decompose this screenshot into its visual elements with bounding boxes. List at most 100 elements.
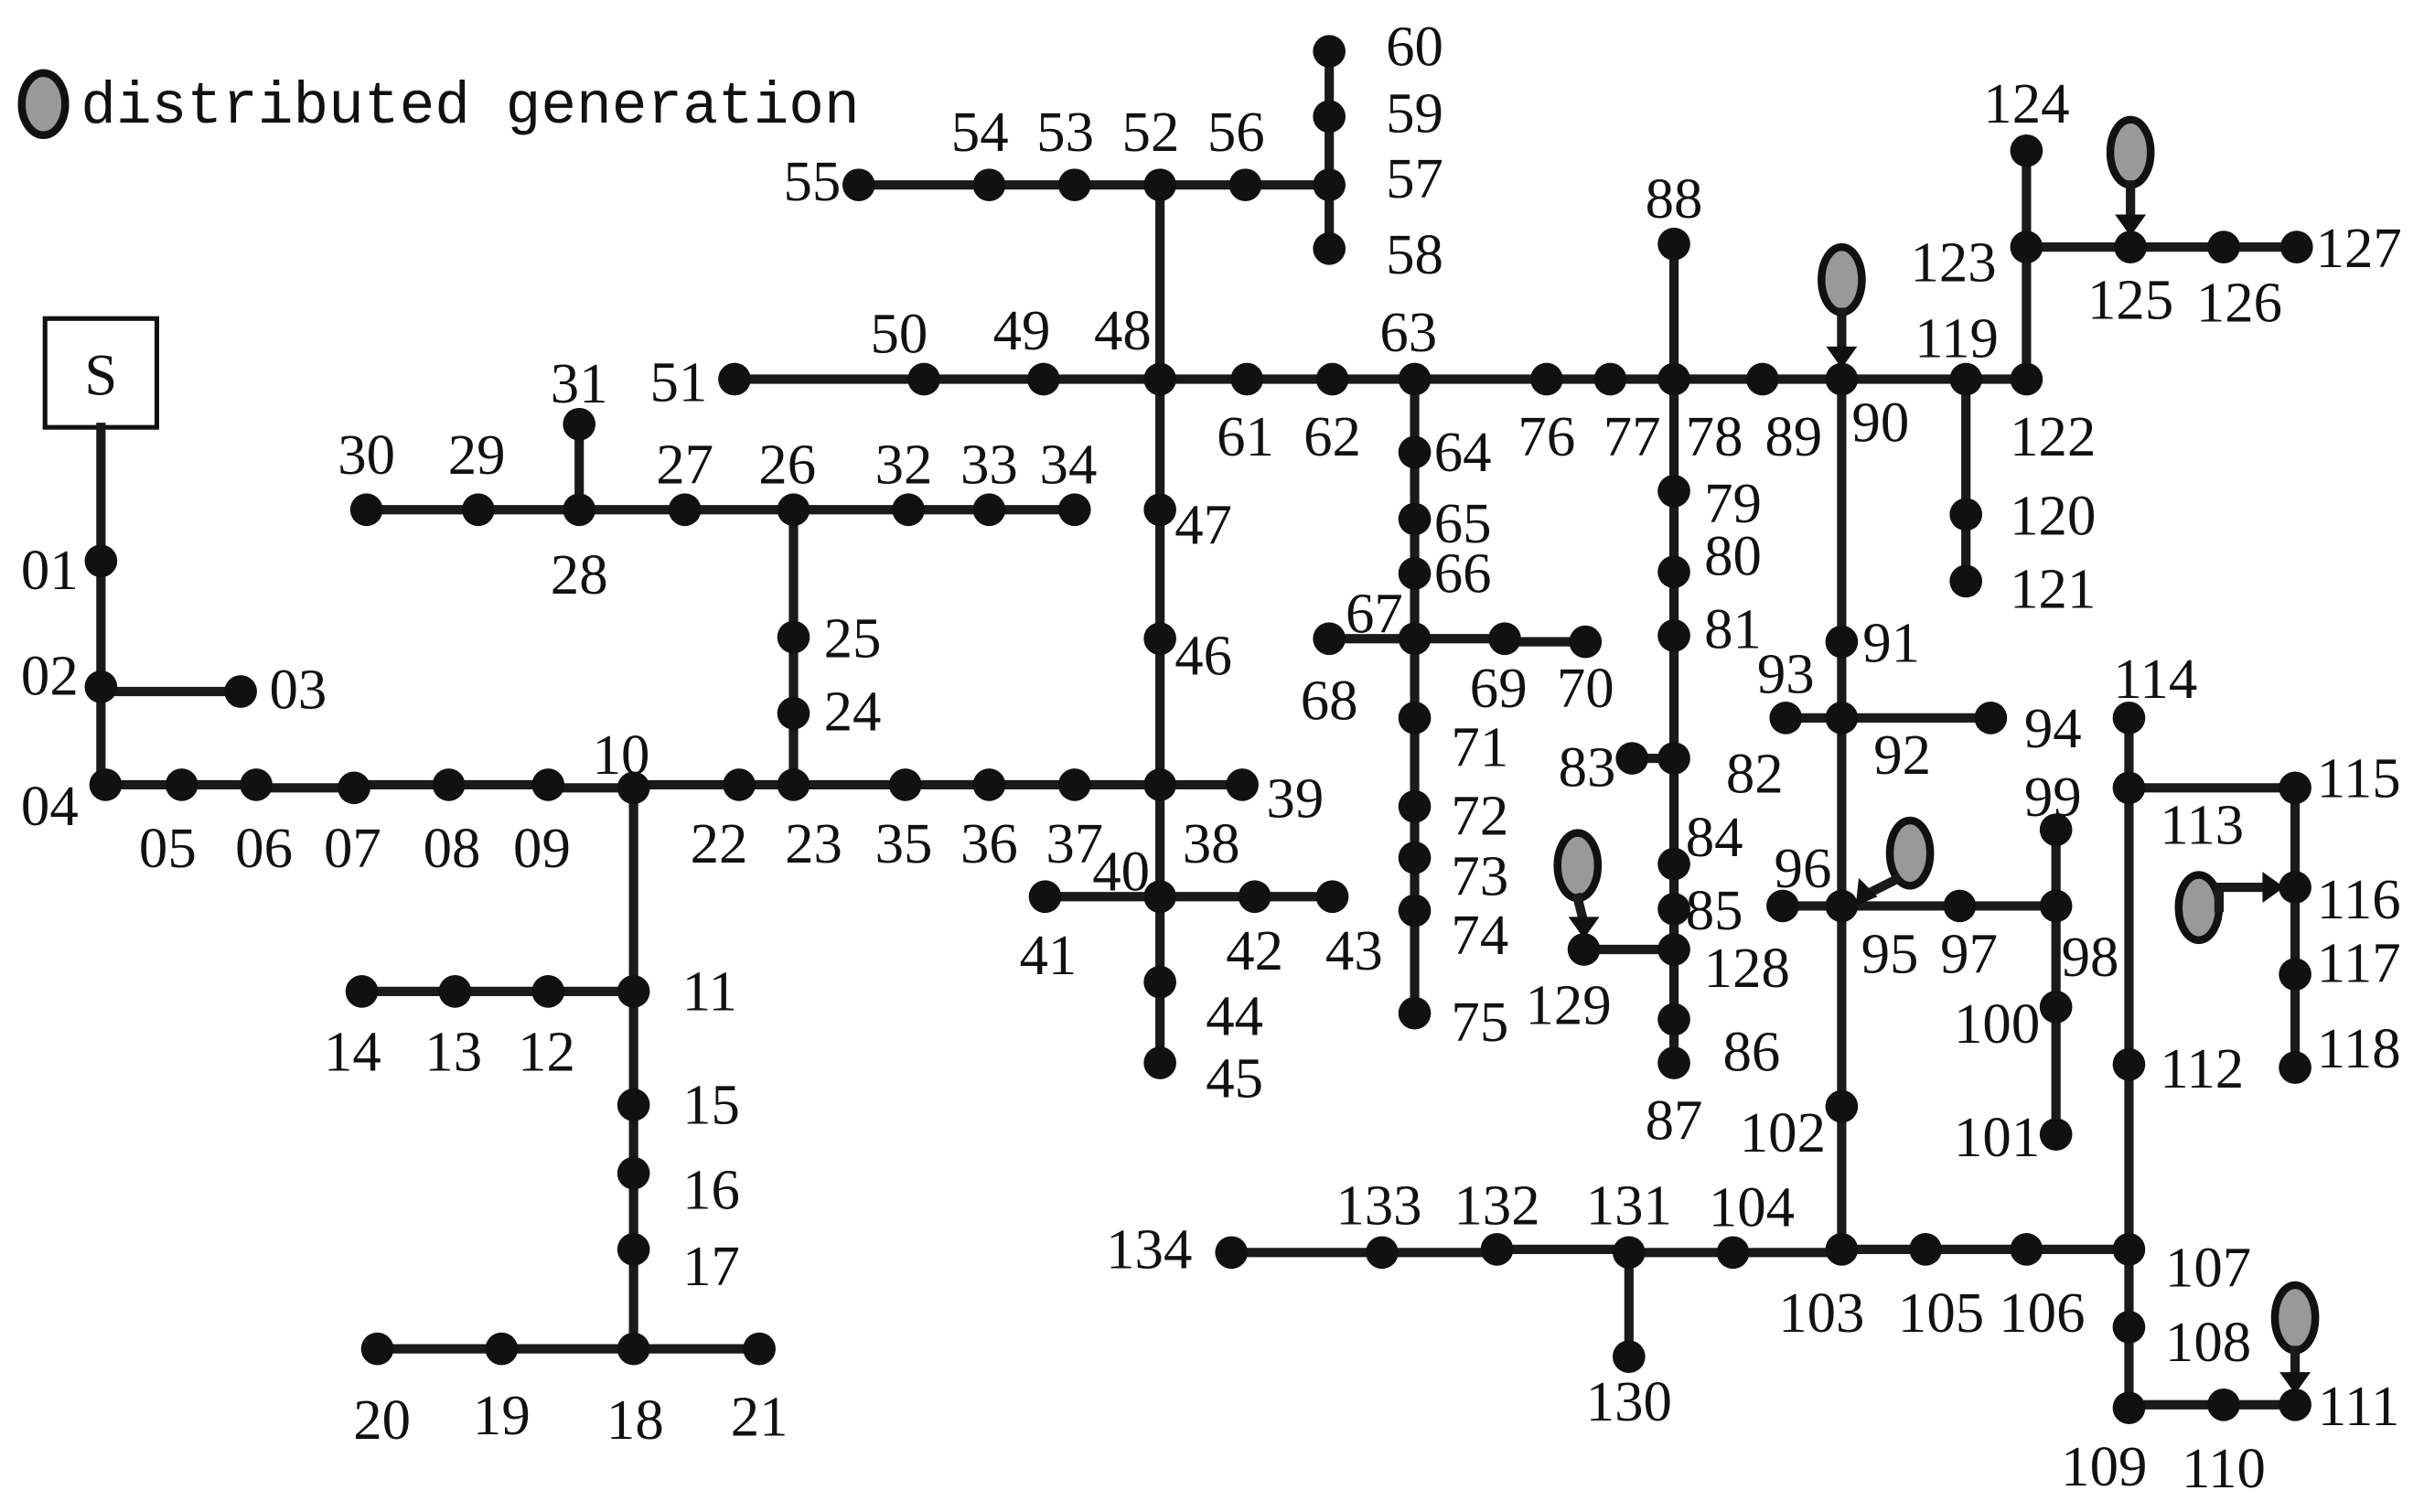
bus-node-79 (1657, 475, 1690, 508)
bus-label-06: 06 (235, 816, 293, 880)
bus-node-76 (1530, 362, 1563, 396)
bus-node-129 (1567, 933, 1601, 966)
bus-label-109: 109 (2061, 1434, 2147, 1498)
bus-node-35 (888, 768, 922, 801)
dg-125-arrowhead-icon (2115, 214, 2147, 237)
bus-label-32: 32 (875, 432, 933, 496)
bus-node-09 (531, 768, 565, 801)
bus-node-78 (1657, 362, 1690, 396)
bus-label-09: 09 (513, 816, 571, 880)
bus-label-69: 69 (1470, 656, 1528, 720)
bus-node-52 (1143, 168, 1176, 202)
bus-label-78: 78 (1686, 404, 1743, 468)
bus-label-64: 64 (1434, 420, 1492, 484)
bus-node-17 (617, 1233, 650, 1266)
bus-node-91 (1825, 625, 1859, 659)
bus-label-86: 86 (1723, 1020, 1781, 1084)
bus-label-48: 48 (1094, 298, 1152, 362)
bus-label-102: 102 (1740, 1100, 1826, 1164)
bus-label-45: 45 (1206, 1046, 1263, 1110)
bus-node-108 (2112, 1310, 2146, 1344)
edge-103-104 (1728, 1244, 1847, 1258)
bus-label-59: 59 (1386, 80, 1443, 145)
bus-node-43 (1315, 880, 1349, 914)
bus-label-80: 80 (1704, 524, 1762, 588)
dg-90-arrowhead-icon (1826, 346, 1858, 369)
bus-label-46: 46 (1174, 623, 1232, 687)
bus-label-113: 113 (2160, 792, 2244, 856)
bus-label-129: 129 (1525, 973, 1611, 1037)
bus-node-99 (2039, 813, 2073, 847)
dg-95-arrowhead-icon (1855, 877, 1878, 906)
bus-node-47 (1143, 493, 1176, 527)
bus-label-97: 97 (1940, 921, 1998, 985)
bus-label-73: 73 (1451, 844, 1508, 908)
bus-node-69 (1488, 622, 1521, 656)
bus-node-56 (1228, 168, 1262, 202)
bus-label-118: 118 (2317, 1016, 2401, 1080)
dg-125 (2106, 115, 2155, 237)
bus-label-16: 16 (682, 1158, 740, 1222)
legend: distributed generation (17, 69, 860, 141)
bus-node-123 (2010, 231, 2043, 263)
bus-label-19: 19 (473, 1383, 531, 1447)
bus-node-97 (1943, 889, 1977, 923)
bus-node-115 (2279, 771, 2311, 805)
bus-label-11: 11 (682, 959, 737, 1023)
dg-125-generator-symbol (2106, 115, 2155, 189)
bus-label-56: 56 (1207, 100, 1265, 164)
bus-node-124 (2010, 134, 2043, 167)
bus-node-14 (345, 975, 379, 1008)
dg-111-arrowhead-icon (2279, 1372, 2311, 1394)
bus-node-74 (1398, 894, 1432, 928)
bus-label-37: 37 (1046, 811, 1103, 875)
bus-node-11 (617, 975, 650, 1008)
bus-node-128 (1657, 933, 1690, 966)
bus-node-33 (972, 493, 1006, 527)
bus-label-33: 33 (960, 432, 1018, 496)
edge-131-132 (1492, 1244, 1634, 1258)
bus-label-83: 83 (1559, 735, 1616, 799)
bus-node-87 (1657, 1046, 1690, 1079)
bus-label-119: 119 (1915, 306, 1999, 370)
bus-label-131: 131 (1586, 1174, 1672, 1238)
bus-label-57: 57 (1386, 146, 1443, 210)
bus-node-134 (1215, 1236, 1249, 1270)
bus-label-72: 72 (1451, 783, 1508, 847)
bus-label-24: 24 (824, 679, 882, 743)
bus-label-29: 29 (448, 423, 506, 487)
bus-label-116: 116 (2317, 867, 2401, 931)
dg-116-generator-symbol (2174, 871, 2224, 945)
bus-node-77 (1593, 362, 1627, 396)
bus-label-62: 62 (1303, 404, 1361, 468)
bus-label-114: 114 (2113, 647, 2197, 711)
bus-label-47: 47 (1174, 493, 1232, 557)
bus-node-36 (972, 768, 1006, 801)
bus-node-18 (617, 1332, 650, 1366)
bus-node-12 (531, 975, 565, 1008)
bus-node-119 (1949, 362, 1983, 396)
dg-116-arrowhead-icon (2262, 872, 2285, 904)
bus-label-84: 84 (1686, 805, 1743, 869)
bus-label-60: 60 (1386, 14, 1443, 78)
bus-label-98: 98 (2062, 925, 2119, 989)
bus-label-53: 53 (1036, 100, 1094, 164)
bus-node-127 (2279, 231, 2313, 263)
bus-node-22 (723, 768, 756, 801)
bus-node-64 (1398, 435, 1432, 469)
bus-node-117 (2279, 958, 2311, 992)
bus-node-16 (617, 1156, 650, 1190)
bus-label-01: 01 (21, 538, 79, 602)
bus-label-124: 124 (1983, 71, 2069, 135)
bus-node-96 (1766, 889, 1799, 923)
bus-node-20 (360, 1332, 394, 1366)
bus-node-66 (1398, 557, 1432, 590)
bus-node-50 (907, 362, 940, 396)
dg-129-arrowhead-icon (1568, 917, 1600, 939)
bus-node-21 (743, 1332, 776, 1366)
bus-node-67 (1398, 622, 1432, 656)
bus-node-06 (240, 768, 273, 801)
bus-node-30 (349, 493, 383, 527)
bus-node-01 (84, 544, 118, 578)
